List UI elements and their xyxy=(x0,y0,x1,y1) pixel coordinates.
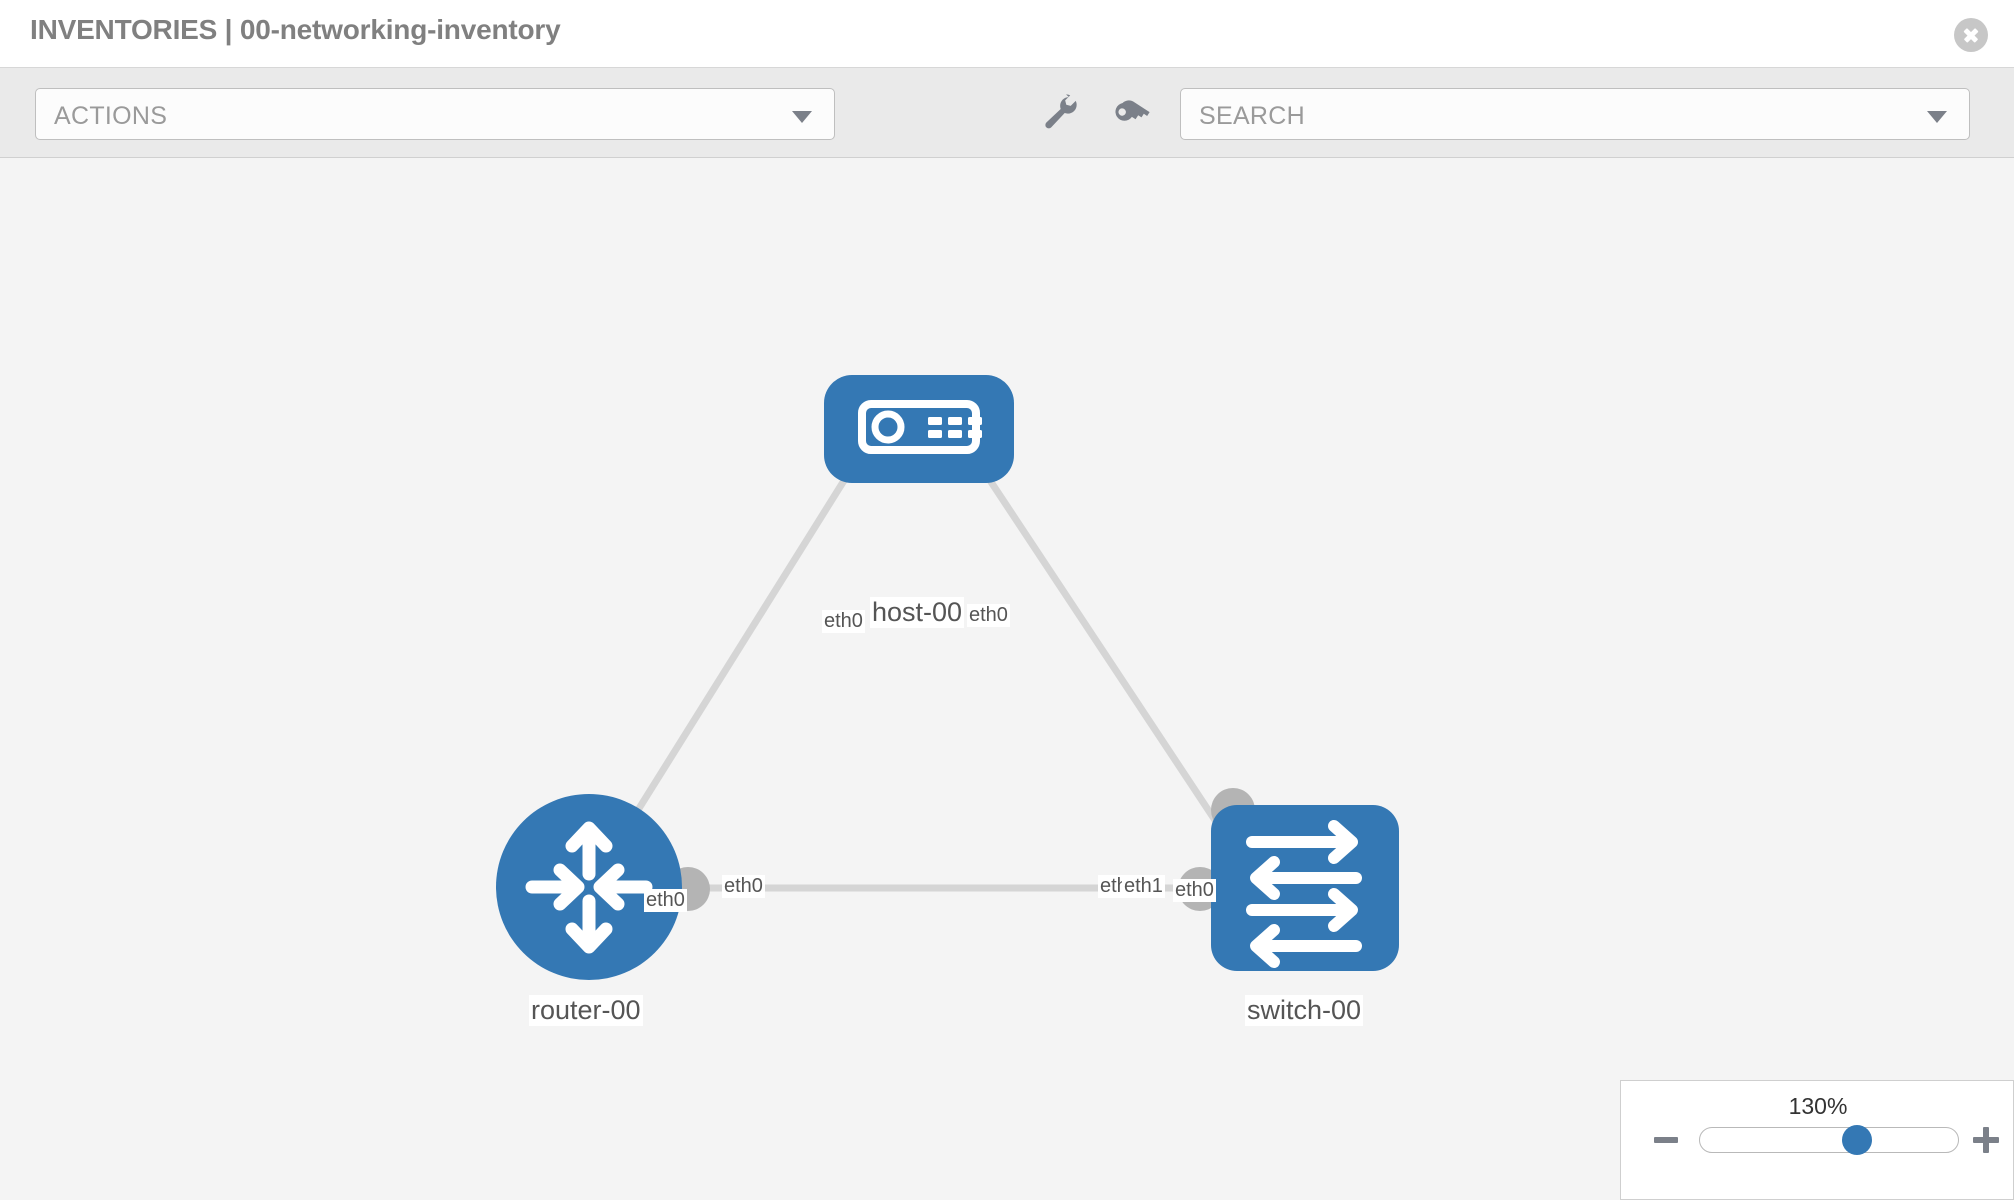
chevron-down-icon xyxy=(792,111,812,123)
node-host-00 xyxy=(824,375,1014,483)
iface-label-host-eth0-right: eth0 xyxy=(967,604,1010,627)
node-label-router-00: router-00 xyxy=(529,995,643,1027)
node-router-00 xyxy=(496,794,682,980)
toolbar: ACTIONS SEARCH xyxy=(0,68,2014,158)
zoom-slider-handle[interactable] xyxy=(1841,1125,1872,1155)
zoom-in-button[interactable] xyxy=(1973,1127,1999,1153)
node-switch-00 xyxy=(1211,805,1399,971)
iface-label-switch-eth0-uplink: eth0 xyxy=(1173,879,1216,902)
node-label-switch-00: switch-00 xyxy=(1245,995,1364,1027)
topology-canvas[interactable]: eth0 host-00 eth0 eth0 eth0 eth0 eth0 et… xyxy=(0,158,2014,1200)
iface-label-router-eth0-uplink: eth0 xyxy=(644,889,687,912)
zoom-level-value: 130% xyxy=(1788,1093,1848,1119)
iface-label-switch-eth1: eth1 xyxy=(1122,875,1165,898)
chevron-down-icon xyxy=(1927,111,1947,123)
page-header: INVENTORIES | 00-networking-inventory xyxy=(0,0,2014,68)
actions-dropdown[interactable]: ACTIONS xyxy=(35,88,835,140)
node-label-host-00: host-00 xyxy=(870,597,965,629)
zoom-control-panel: 130% xyxy=(1620,1080,2014,1200)
iface-label-host-eth0-left: eth0 xyxy=(822,610,865,633)
page-title: INVENTORIES | 00-networking-inventory xyxy=(30,14,561,45)
actions-dropdown-label: ACTIONS xyxy=(54,102,168,130)
topology-graph xyxy=(496,375,1399,980)
key-icon[interactable] xyxy=(1110,92,1154,136)
iface-label-router-eth0: eth0 xyxy=(722,875,765,898)
search-placeholder: SEARCH xyxy=(1199,102,1305,130)
link-host-router xyxy=(605,421,883,860)
wrench-icon[interactable] xyxy=(1040,92,1084,136)
close-icon[interactable] xyxy=(1954,18,1988,52)
link-host-switch xyxy=(949,421,1243,860)
zoom-slider-track[interactable] xyxy=(1699,1127,1959,1153)
search-input[interactable]: SEARCH xyxy=(1180,88,1970,140)
zoom-out-button[interactable] xyxy=(1654,1137,1678,1143)
